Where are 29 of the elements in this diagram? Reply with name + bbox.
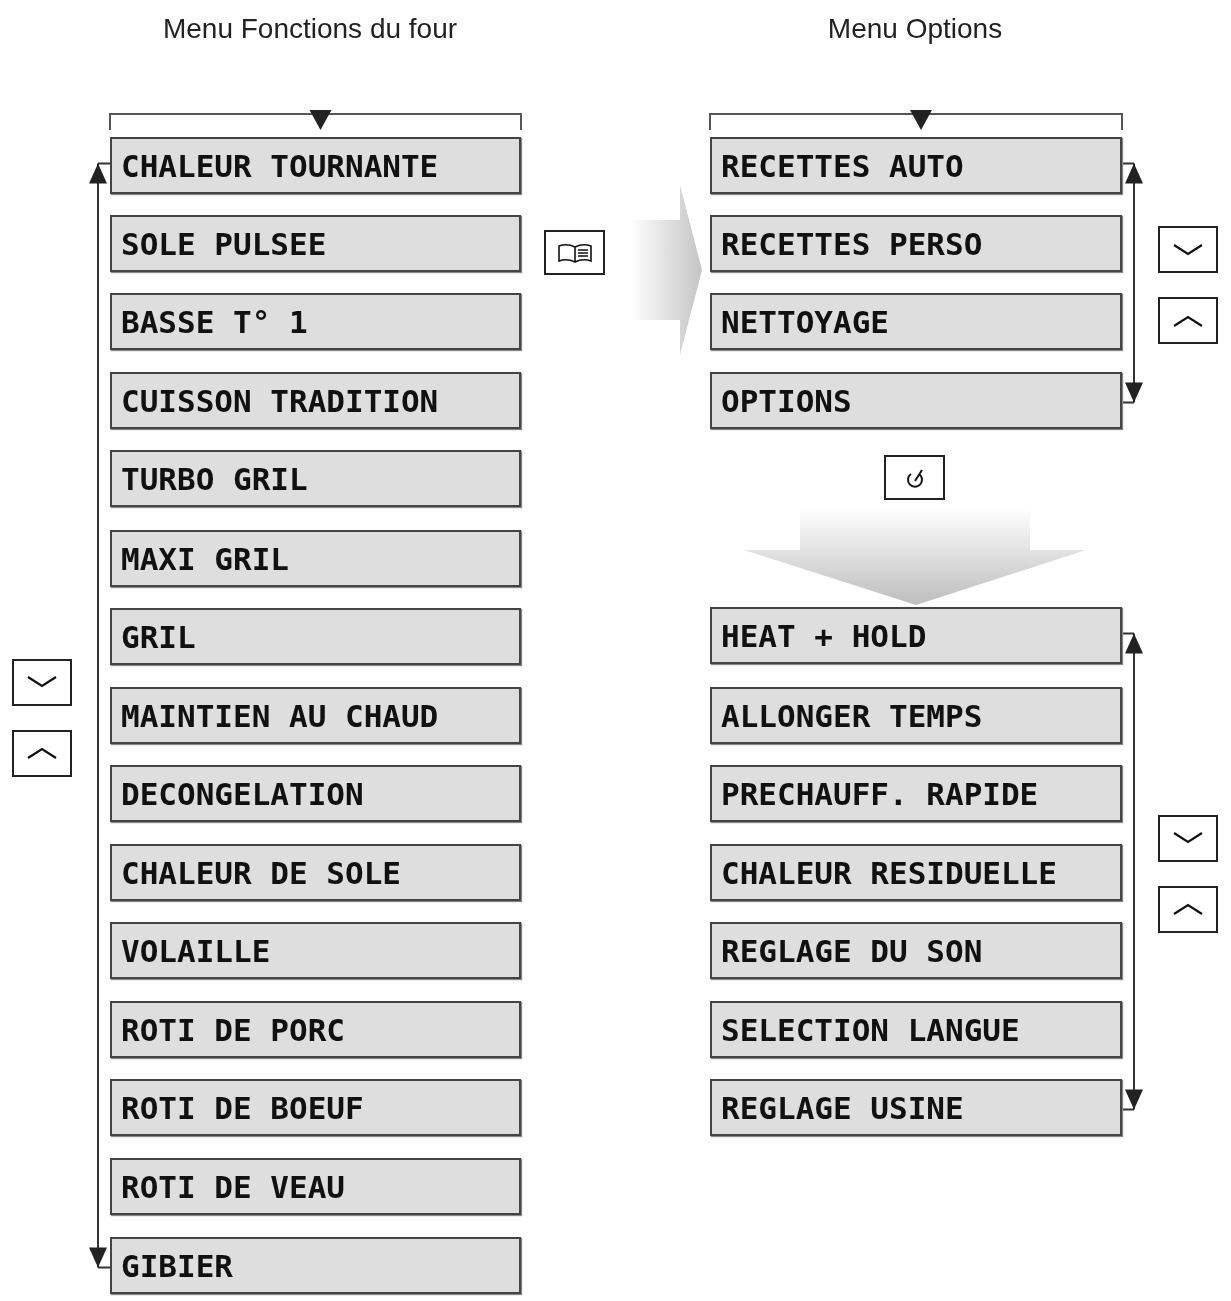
- menu-item: ROTI DE PORC: [110, 1001, 521, 1058]
- menu-item: SOLE PULSEE: [110, 215, 521, 272]
- menu-item: REGLAGE DU SON: [710, 922, 1122, 979]
- menu-item: CUISSON TRADITION: [110, 372, 521, 429]
- menu-item: VOLAILLE: [110, 922, 521, 979]
- menu-item: CHALEUR RESIDUELLE: [710, 844, 1122, 901]
- menu-item: RECETTES AUTO: [710, 137, 1122, 194]
- menu-item: REGLAGE USINE: [710, 1079, 1122, 1136]
- menu-heading: Menu Options: [826, 12, 1004, 46]
- menu-heading: Menu Fonctions du four: [161, 12, 459, 46]
- menu-item: CHALEUR TOURNANTE: [110, 137, 521, 194]
- menu-item: NETTOYAGE: [710, 293, 1122, 350]
- menu-item: RECETTES PERSO: [710, 215, 1122, 272]
- menu-item: GRIL: [110, 608, 521, 665]
- menu-item: SELECTION LANGUE: [710, 1001, 1122, 1058]
- menu-item: MAINTIEN AU CHAUD: [110, 687, 521, 744]
- menu-item: BASSE T° 1: [110, 293, 521, 350]
- menu-item: PRECHAUFF. RAPIDE: [710, 765, 1122, 822]
- menu-item: HEAT + HOLD: [710, 607, 1122, 664]
- key-button: [884, 455, 945, 500]
- menu-item: ROTI DE BOEUF: [110, 1079, 521, 1136]
- menu-item: TURBO GRIL: [110, 450, 521, 507]
- menu-item: DECONGELATION: [110, 765, 521, 822]
- menu-item: CHALEUR DE SOLE: [110, 844, 521, 901]
- menu-item: GIBIER: [110, 1237, 521, 1294]
- menu-item: OPTIONS: [710, 372, 1122, 429]
- menu-item: ALLONGER TEMPS: [710, 687, 1122, 744]
- menu-item: ROTI DE VEAU: [110, 1158, 521, 1215]
- menu-item: MAXI GRIL: [110, 530, 521, 587]
